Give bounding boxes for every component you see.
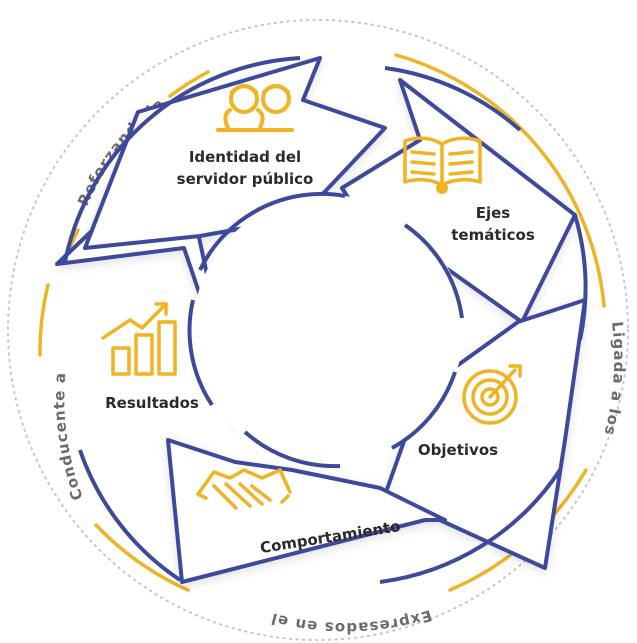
stage-label-identidad-line1: Identidad del [189, 148, 301, 166]
accent-arc-top-left-b [168, 70, 210, 98]
connector-text-left: Conducente a [50, 371, 86, 503]
accent-arc-bottom [94, 523, 190, 592]
stage-label-ejes-line2: temáticos [451, 226, 535, 244]
stage-label-resultados: Resultados [105, 394, 199, 412]
connector-text-right: Ligada a los [600, 321, 628, 438]
inner-circle [193, 195, 463, 465]
dotted-outer-ring [7, 19, 629, 641]
stage-label-identidad-line2: servidor público [177, 170, 314, 188]
stage-label-objetivos: Objetivos [418, 441, 498, 459]
stage-label-ejes-line1: Ejes [476, 204, 511, 222]
open-book-icon [403, 136, 482, 194]
target-icon [462, 364, 522, 425]
people-icon [216, 84, 294, 132]
handshake-icon [196, 468, 292, 510]
inner-arcs [187, 191, 464, 469]
cycle-arrow-outline [63, 56, 588, 584]
accent-arc-top-right [394, 53, 606, 308]
connector-text-bottom: Expresados en el [269, 606, 434, 637]
accent-arc-left [38, 283, 50, 357]
growth-chart-icon [101, 302, 177, 376]
